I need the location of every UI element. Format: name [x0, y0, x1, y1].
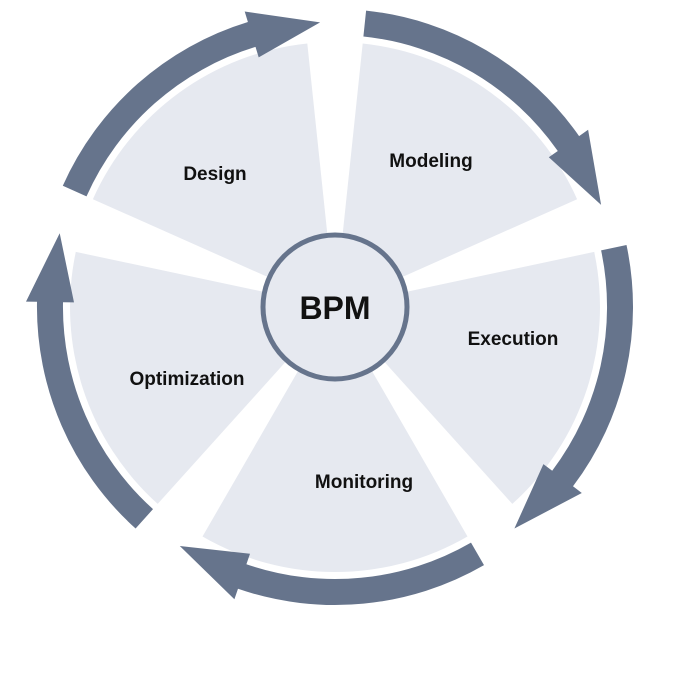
segment-label-execution: Execution — [468, 329, 559, 350]
segment-label-modeling: Modeling — [389, 151, 472, 172]
arrow-execution-icon — [514, 245, 634, 529]
center-circle — [260, 232, 410, 382]
wedge-modeling — [335, 43, 578, 307]
arrow-modeling-icon — [363, 10, 602, 205]
arrow-design-icon — [62, 11, 321, 197]
wedge-design — [92, 43, 336, 307]
arrow-monitoring-icon — [179, 542, 485, 606]
segment-label-monitoring: Monitoring — [315, 472, 413, 493]
cycle-arrows — [26, 10, 634, 606]
segment-label-design: Design — [183, 164, 246, 185]
segment-label-optimization: Optimization — [129, 369, 244, 390]
center-hub: BPM — [260, 232, 410, 382]
arrow-optimization-icon — [26, 233, 153, 529]
segment-labels: Design Modeling Execution Monitoring Opt… — [129, 151, 558, 493]
center-label: BPM — [299, 290, 370, 326]
wedge-monitoring — [202, 307, 468, 573]
